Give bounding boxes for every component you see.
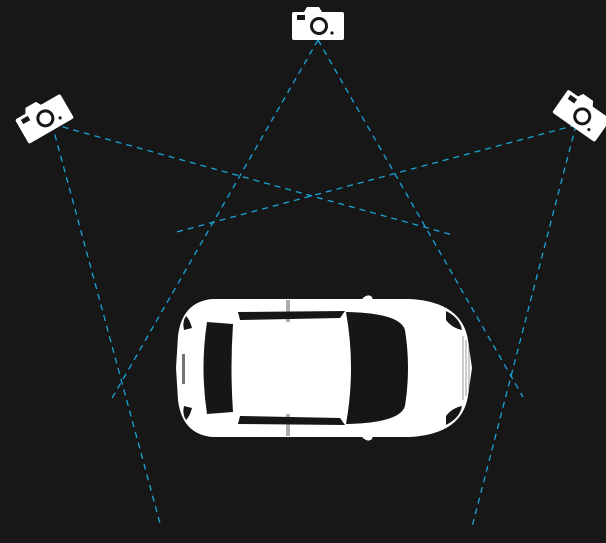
camera-left-icon [12, 89, 74, 144]
sight-line-right-inner [173, 125, 576, 233]
car-icon [176, 295, 472, 440]
camera-right-icon [552, 85, 606, 142]
sight-line-left-outer [52, 124, 161, 527]
sight-lines [52, 40, 576, 527]
sight-line-left-inner [52, 124, 453, 235]
sight-line-right-outer [472, 125, 576, 527]
camera-top-icon [292, 7, 344, 40]
